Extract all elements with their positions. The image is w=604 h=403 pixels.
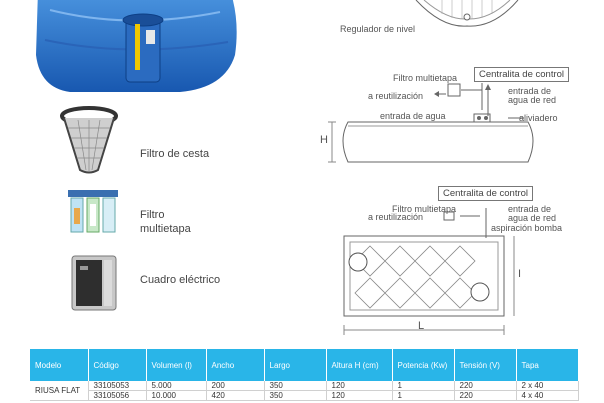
header-modelo: Modelo [30,349,89,381]
header-altura: Altura H (cm) [326,349,393,381]
table-cell: 120 [326,390,393,401]
header-codigo: Código [88,349,147,381]
table-cell: 1 [392,381,455,391]
header-tapa: Tapa [516,349,579,381]
header-potencia: Potencia (Kw) [392,349,455,381]
table-cell: 350 [264,390,327,401]
table-cell: 220 [454,390,517,401]
table-cell: 33105053 [88,381,147,391]
bottom-entrada-red-2: agua de red [508,213,557,223]
table-row: 33105056 10.000 420 350 120 1 220 4 x 40 [30,390,579,401]
level-regulator-label: Regulador de nivel [340,24,416,34]
bottom-entrada-red-1: entrada de [508,204,552,214]
electrical-panel-label: Cuadro eléctrico [140,274,221,286]
multistage-filter-image [66,188,120,240]
table-cell: 5.000 [146,381,207,391]
level-regulator-diagram [412,0,522,28]
table-header-row: Modelo Código Volumen (l) Ancho Largo Al… [30,349,579,381]
header-volumen: Volumen (l) [146,349,207,381]
multistage-filter-label-line2: multietapa [140,223,191,235]
bottom-reutilizacion-label: a reutilización [368,212,424,222]
header-ancho: Ancho [206,349,265,381]
top-filtro-multietapa-label: Filtro multietapa [393,73,458,83]
electrical-panel-image [68,254,120,312]
table-cell: 4 x 40 [516,390,579,401]
table-row: RIUSA FLAT 33105053 5.000 200 350 120 1 … [30,381,579,401]
model-cell: RIUSA FLAT [30,381,89,401]
bottom-centralita-box: Centralita de control [438,186,534,201]
table-cell: 33105056 [88,390,147,401]
basket-filter-image [58,104,120,176]
water-tank-image [30,0,240,95]
bottom-i-dimension: I [518,268,522,280]
top-schematic [318,60,578,180]
table-cell: 120 [326,381,393,391]
top-entrada-red-2: agua de red [508,95,557,105]
table-cell: 420 [206,390,265,401]
header-tension: Tensión (V) [454,349,517,381]
top-entrada-red-1: entrada de [508,86,552,96]
multistage-filter-label-line1: Filtro [140,209,165,221]
specs-table: Modelo Código Volumen (l) Ancho Largo Al… [30,349,579,401]
header-largo: Largo [264,349,327,381]
table-cell: 200 [206,381,265,391]
top-reutilizacion-label: a reutilización [368,91,424,101]
table-cell: 1 [392,390,455,401]
top-h-dimension: H [320,134,328,146]
bottom-filtro-multietapa-label: Filtro multietapa [392,204,457,214]
bottom-aspiracion-label: aspiración bomba [491,223,563,233]
bottom-schematic [330,196,530,346]
top-centralita-box: Centralita de control [474,67,570,82]
multistage-filter-label: Filtro multietapa [140,208,191,236]
table-cell: 350 [264,381,327,391]
table-cell: 220 [454,381,517,391]
basket-filter-label: Filtro de cesta [140,148,210,160]
top-entrada-agua-label: entrada de agua [380,111,446,121]
table-cell: 2 x 40 [516,381,579,391]
table-cell: 10.000 [146,390,207,401]
top-aliviadero-label: aliviadero [519,113,558,123]
bottom-l-dimension: L [418,320,425,332]
